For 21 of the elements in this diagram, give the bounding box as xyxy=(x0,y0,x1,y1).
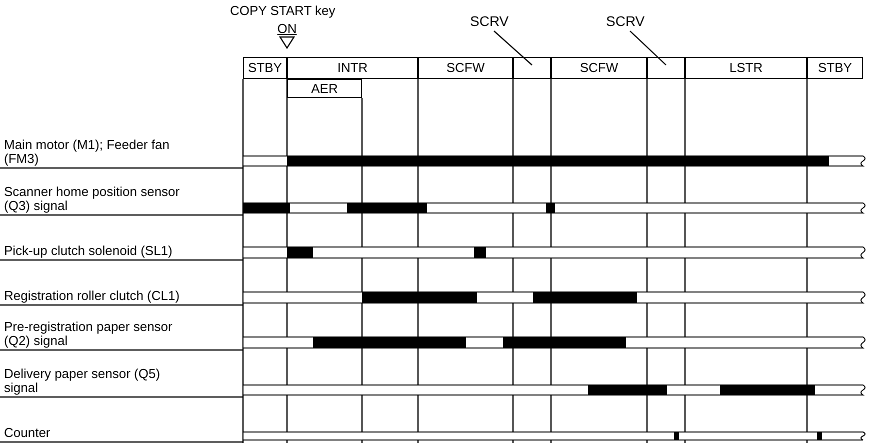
leader-line xyxy=(630,30,666,66)
period-cell: STBY xyxy=(243,57,287,79)
period-cell: STBY xyxy=(807,57,863,79)
period-cell: SCFW xyxy=(418,57,513,79)
signal-name: Counter xyxy=(4,426,52,440)
signal-name: Registration roller clutch (CL1) xyxy=(4,289,181,303)
empty-period-cell xyxy=(647,57,685,79)
leader-line xyxy=(494,30,532,66)
period-label: SCRV xyxy=(470,14,509,28)
signal-name: Pre-registration paper sensor (Q2) signal xyxy=(4,320,174,348)
period-label: SCRV xyxy=(606,14,645,28)
signal-name: Pick-up clutch solenoid (SL1) xyxy=(4,244,174,258)
period-cell: INTR xyxy=(287,57,418,79)
period-cell: SCFW xyxy=(551,57,647,79)
empty-period-cell xyxy=(513,57,551,79)
key-label: COPY START key xyxy=(230,4,336,18)
period-cell: LSTR xyxy=(685,57,807,79)
signal-name: Main motor (M1); Feeder fan (FM3) xyxy=(4,138,170,166)
signal-name: Delivery paper sensor (Q5) signal xyxy=(4,367,162,395)
signal-name: Scanner home position sensor (Q3) signal xyxy=(4,185,181,213)
period-cell: AER xyxy=(287,79,362,98)
